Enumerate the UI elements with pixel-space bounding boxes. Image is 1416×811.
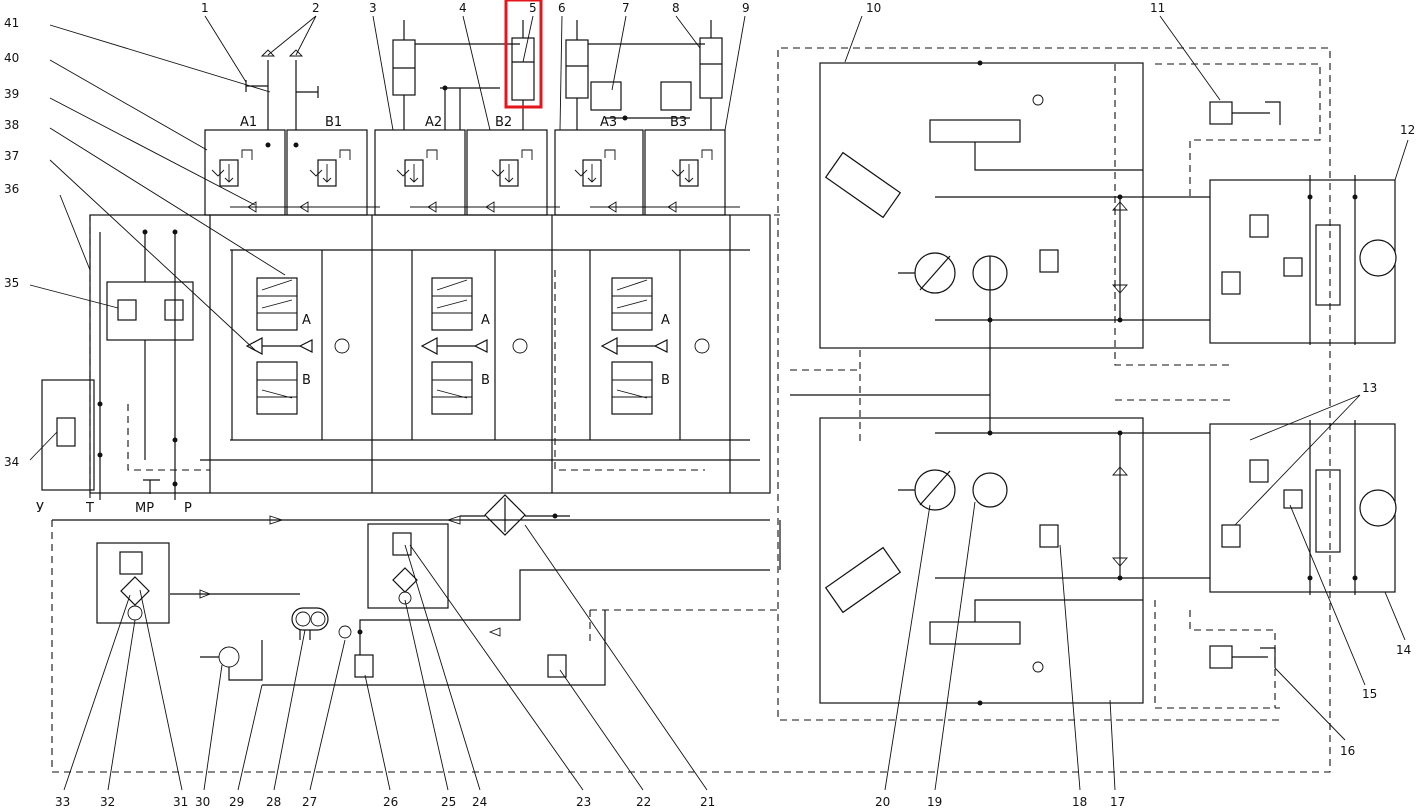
port-labels: A1 B1 A2 B2 A3 B3 У T MP P A B A B A B [36, 115, 687, 516]
callout-36: 36 [4, 182, 19, 196]
callout-4: 4 [459, 1, 467, 15]
spool1-b: B [302, 373, 311, 388]
highlight-box [504, 0, 543, 109]
spool-valves [200, 249, 760, 461]
callout-28: 28 [266, 795, 281, 809]
left-components [41, 232, 770, 521]
callout-1: 1 [201, 1, 209, 15]
callout-29: 29 [229, 795, 244, 809]
callout-3: 3 [369, 1, 377, 15]
right-pump-circuits [779, 62, 1397, 704]
callout-34: 34 [4, 455, 19, 469]
callout-24: 24 [472, 795, 487, 809]
bottom-left-units [96, 494, 770, 686]
callout-12: 12 [1400, 123, 1415, 137]
leader-lines [29, 15, 1409, 791]
spool3-b: B [661, 373, 670, 388]
spool3-a: A [661, 313, 670, 328]
callout-17: 17 [1110, 795, 1125, 809]
callout-20: 20 [875, 795, 890, 809]
callout-7: 7 [622, 1, 630, 15]
callout-35: 35 [4, 276, 19, 290]
callout-39: 39 [4, 87, 19, 101]
callout-30: 30 [195, 795, 210, 809]
callout-21: 21 [700, 795, 715, 809]
callout-37: 37 [4, 149, 19, 163]
callout-2: 2 [312, 1, 320, 15]
cylinders [392, 20, 723, 130]
callout-23: 23 [576, 795, 591, 809]
callout-31: 31 [173, 795, 188, 809]
port-b1: B1 [325, 115, 342, 130]
callout-25: 25 [441, 795, 456, 809]
callout-numbers: 1 2 3 4 5 6 7 8 9 10 11 12 13 14 15 16 1… [4, 1, 1415, 809]
port-t: T [85, 501, 94, 516]
callout-15: 15 [1362, 687, 1377, 701]
check-valves-row [230, 201, 740, 213]
port-p: P [184, 501, 192, 516]
control-valve-block [89, 129, 771, 494]
callout-5: 5 [529, 1, 537, 15]
callout-41: 41 [4, 16, 19, 30]
callout-8: 8 [672, 1, 680, 15]
callout-32: 32 [100, 795, 115, 809]
port-a2: A2 [425, 115, 442, 130]
callout-14: 14 [1396, 643, 1411, 657]
port-b3: B3 [670, 115, 687, 130]
spool2-b: B [481, 373, 490, 388]
callout-33: 33 [55, 795, 70, 809]
callout-13: 13 [1362, 381, 1377, 395]
callout-22: 22 [636, 795, 651, 809]
spool1-a: A [302, 313, 311, 328]
callout-10: 10 [866, 1, 881, 15]
callout-6: 6 [558, 1, 566, 15]
flow-arrows [199, 515, 501, 637]
dashed-boundaries [51, 47, 1331, 773]
port-a3: A3 [600, 115, 617, 130]
callout-18: 18 [1072, 795, 1087, 809]
port-b2: B2 [495, 115, 512, 130]
relief-valves-upper [211, 149, 713, 187]
callout-9: 9 [742, 1, 750, 15]
callout-40: 40 [4, 51, 19, 65]
port-mp: MP [135, 501, 154, 516]
port-u: У [36, 501, 44, 516]
callout-16: 16 [1340, 744, 1355, 758]
callout-11: 11 [1150, 1, 1165, 15]
junction-dots [97, 60, 1358, 706]
spool2-a: A [481, 313, 490, 328]
port-a1: A1 [240, 115, 257, 130]
callout-19: 19 [927, 795, 942, 809]
callout-26: 26 [383, 795, 398, 809]
callout-38: 38 [4, 118, 19, 132]
callout-27: 27 [302, 795, 317, 809]
